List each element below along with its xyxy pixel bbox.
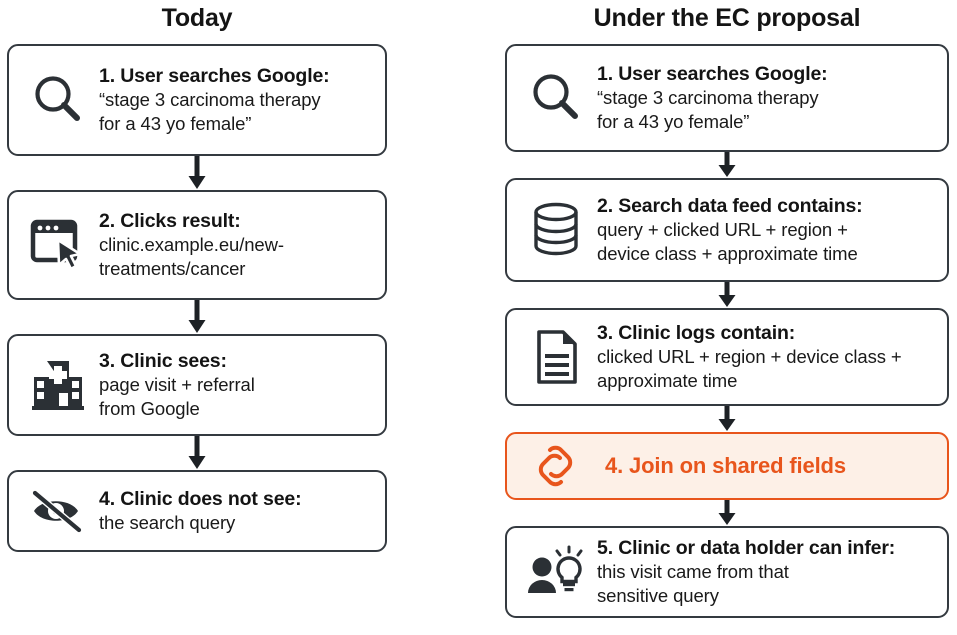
step-body: 2. Clicks result: clinic.example.eu/new-… [97, 209, 373, 281]
step-card-today-3[interactable]: 3. Clinic sees: page visit + referral fr… [7, 334, 387, 436]
step-title: 1. User searches Google: [99, 64, 330, 87]
step-body: 1. User searches Google: “stage 3 carcin… [97, 64, 373, 136]
step-title: 3. Clinic sees: [99, 349, 227, 372]
step-detail: the search query [99, 512, 236, 534]
step-title: 1. User searches Google: [597, 62, 828, 85]
connector-arrow [505, 152, 949, 178]
step-card-ec-2[interactable]: 2. Search data feed contains: query + cl… [505, 178, 949, 282]
step-title: 5. Clinic or data holder can infer: [597, 536, 896, 559]
step-detail: this visit came from that sensitive quer… [597, 561, 789, 607]
step-card-ec-3[interactable]: 3. Clinic logs contain: clicked URL + re… [505, 308, 949, 406]
step-detail: page visit + referral from Google [99, 374, 255, 420]
step-detail: clicked URL + region + device class + ap… [597, 346, 902, 392]
eye-off-icon [19, 486, 97, 536]
step-detail: “stage 3 carcinoma therapy for a 43 yo f… [99, 89, 321, 135]
step-body: 1. User searches Google: “stage 3 carcin… [595, 62, 935, 134]
step-card-ec-4-join[interactable]: 4. Join on shared fields [505, 432, 949, 500]
step-title: 4. Join on shared fields [605, 453, 846, 479]
step-card-ec-5[interactable]: 5. Clinic or data holder can infer: this… [505, 526, 949, 618]
step-card-today-2[interactable]: 2. Clicks result: clinic.example.eu/new-… [7, 190, 387, 300]
browser-click-icon [19, 216, 97, 274]
magnifier-icon [517, 69, 595, 127]
step-title: 2. Clicks result: [99, 209, 241, 232]
connector-arrow [505, 500, 949, 526]
connector-arrow [7, 156, 387, 190]
step-body: 3. Clinic sees: page visit + referral fr… [97, 349, 373, 421]
step-body: 3. Clinic logs contain: clicked URL + re… [595, 321, 935, 393]
database-icon [517, 201, 595, 259]
connector-arrow [505, 282, 949, 308]
link-chain-icon [517, 442, 595, 490]
person-lightbulb-icon [517, 545, 595, 599]
column-title-today: Today [161, 4, 233, 32]
magnifier-icon [19, 71, 97, 129]
column-title-ec-proposal: Under the EC proposal [593, 4, 861, 32]
step-card-ec-1[interactable]: 1. User searches Google: “stage 3 carcin… [505, 44, 949, 152]
step-card-today-1[interactable]: 1. User searches Google: “stage 3 carcin… [7, 44, 387, 156]
step-detail: query + clicked URL + region + device cl… [597, 219, 858, 265]
column-ec-proposal: Under the EC proposal 1. User searches G… [505, 0, 949, 618]
step-detail: clinic.example.eu/new- treatments/cancer [99, 234, 284, 280]
step-body: 4. Join on shared fields [595, 452, 935, 480]
step-body: 5. Clinic or data holder can infer: this… [595, 536, 935, 608]
connector-arrow [7, 436, 387, 470]
step-card-today-4[interactable]: 4. Clinic does not see: the search query [7, 470, 387, 552]
step-detail: “stage 3 carcinoma therapy for a 43 yo f… [597, 87, 819, 133]
connector-arrow [505, 406, 949, 432]
hospital-icon [19, 357, 97, 413]
step-title: 4. Clinic does not see: [99, 487, 302, 510]
step-title: 2. Search data feed contains: [597, 194, 863, 217]
step-body: 4. Clinic does not see: the search query [97, 487, 373, 535]
connector-arrow [7, 300, 387, 334]
step-body: 2. Search data feed contains: query + cl… [595, 194, 935, 266]
step-title: 3. Clinic logs contain: [597, 321, 796, 344]
document-icon [517, 328, 595, 386]
column-today: Today 1. User searches Google: “stage 3 … [7, 0, 387, 552]
